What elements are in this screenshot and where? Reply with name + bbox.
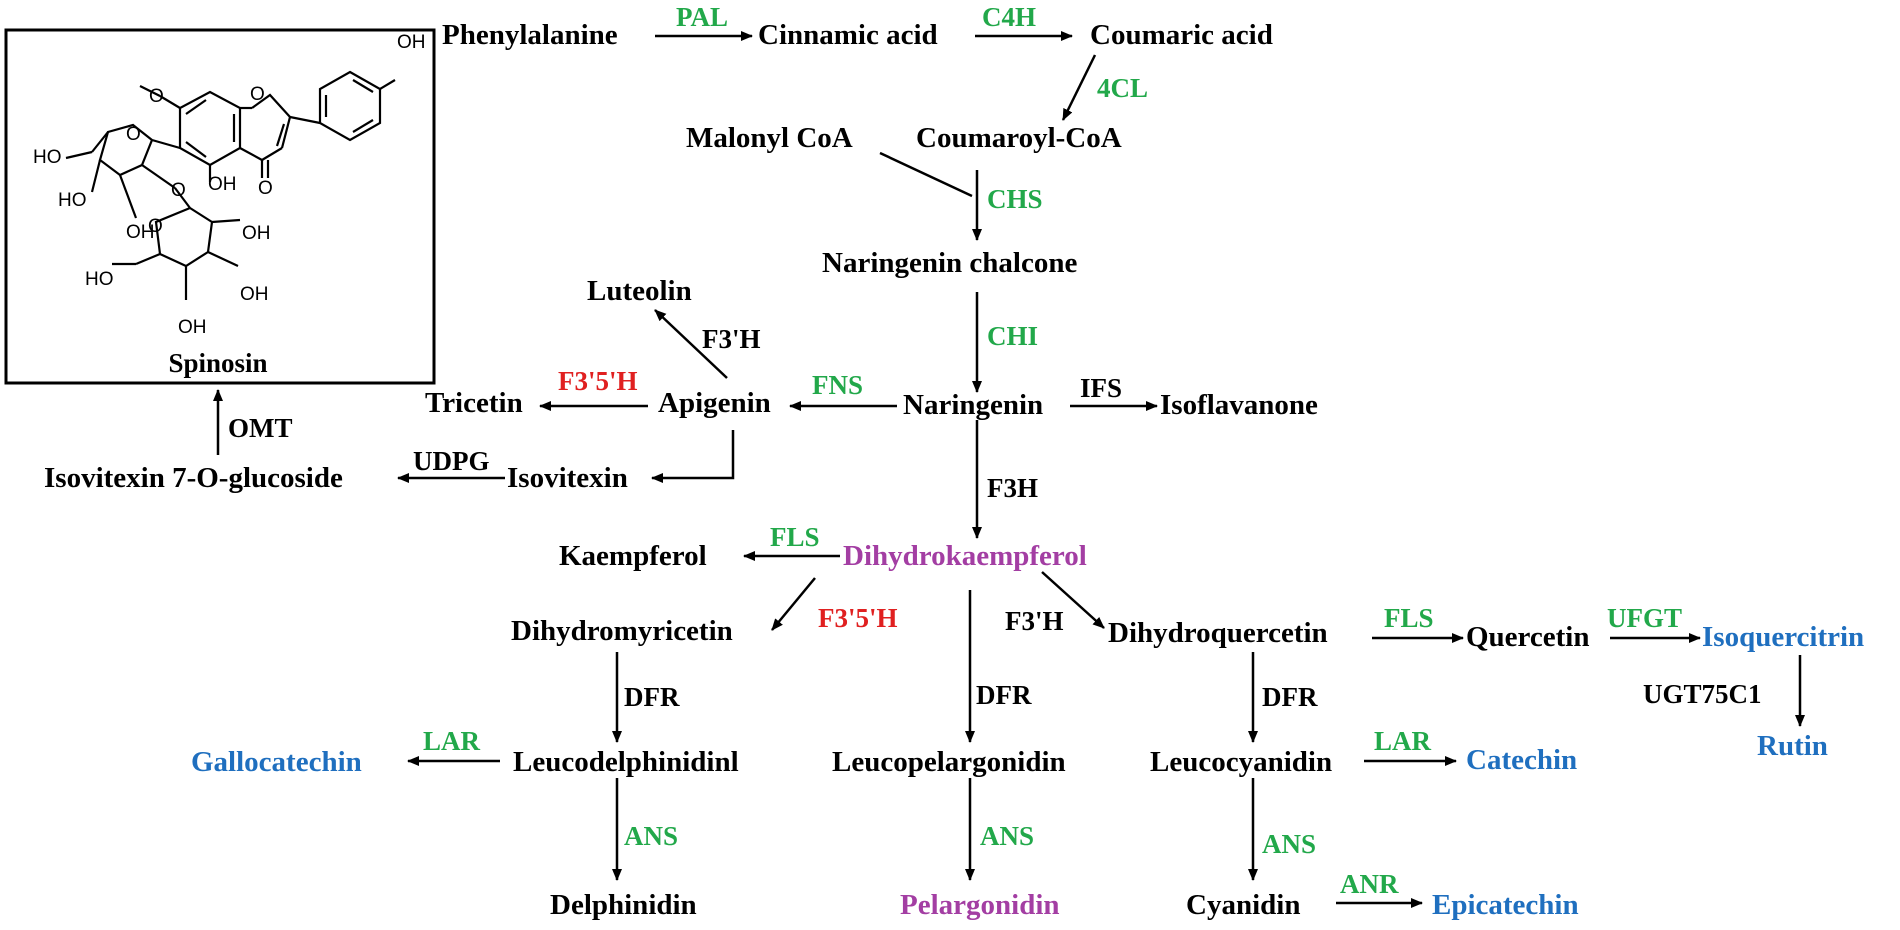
atom-label: HO: [33, 147, 62, 168]
node-gallocatechin: Gallocatechin: [191, 746, 362, 778]
node-dihydrokaempferol: Dihydrokaempferol: [843, 540, 1087, 572]
node-cyanidin: Cyanidin: [1186, 889, 1300, 921]
arrow-malonyl-join: [879, 151, 973, 198]
arrow-cou-coacoa: [1061, 54, 1097, 121]
atom-label: HO: [58, 190, 87, 211]
enzyme-chi: CHI: [987, 321, 1038, 351]
enzyme-f35h-myricetin: F3'5'H: [818, 603, 898, 633]
node-leucopelargonidin: Leucopelargonidin: [832, 746, 1066, 778]
enzyme-ans-pelargonidin: ANS: [980, 821, 1034, 851]
arrow-dhk-dihydromyricetin: [771, 577, 816, 631]
node-naringenin-chalcone: Naringenin chalcone: [822, 247, 1077, 279]
node-coumaroyl-coa: Coumaroyl-CoA: [916, 122, 1122, 154]
node-phenylalanine: Phenylalanine: [442, 19, 618, 51]
enzyme-ifs: IFS: [1080, 373, 1122, 403]
node-naringenin: Naringenin: [903, 389, 1043, 421]
node-dihydromyricetin: Dihydromyricetin: [511, 615, 733, 647]
enzyme-fls-kaempferol: FLS: [770, 522, 820, 552]
atom-label: O: [149, 86, 164, 107]
enzyme-dfr-pelargonidin: DFR: [976, 680, 1032, 710]
enzyme-chs: CHS: [987, 184, 1043, 214]
node-kaempferol: Kaempferol: [559, 540, 707, 572]
enzyme-udpg: UDPG: [413, 446, 490, 476]
node-isovitexin: Isovitexin: [507, 462, 628, 494]
atom-label: O: [258, 178, 273, 199]
atom-label: OH: [240, 284, 269, 305]
enzyme-fns: FNS: [812, 370, 863, 400]
enzyme-labels: PAL C4H 4CL CHS CHI F3'H F3'5'H FNS IFS …: [228, 2, 1762, 899]
enzyme-anr: ANR: [1340, 869, 1399, 899]
enzyme-ans-cyanidin: ANS: [1262, 829, 1316, 859]
enzyme-c4h: C4H: [982, 2, 1036, 32]
structure-title: Spinosin: [168, 348, 267, 378]
node-cinnamic-acid: Cinnamic acid: [758, 19, 938, 51]
node-isoflavanone: Isoflavanone: [1160, 389, 1318, 421]
atom-label: HO: [85, 269, 114, 290]
node-quercetin: Quercetin: [1466, 621, 1590, 653]
atom-label: OH: [178, 317, 207, 338]
node-isoquercitrin: Isoquercitrin: [1702, 621, 1864, 653]
atom-label: O: [148, 216, 163, 237]
enzyme-lar-gallocatechin: LAR: [423, 726, 481, 756]
enzyme-ans-delphinidin: ANS: [624, 821, 678, 851]
node-coumaric-acid: Coumaric acid: [1090, 19, 1273, 51]
node-delphinidin: Delphinidin: [550, 889, 697, 921]
node-malonyl-coa: Malonyl CoA: [686, 122, 853, 154]
metabolite-labels: Phenylalanine Cinnamic acid Coumaric aci…: [44, 19, 1864, 921]
structure-box: [4, 28, 436, 385]
enzyme-4cl: 4CL: [1097, 73, 1148, 103]
node-leucocyanidin: Leucocyanidin: [1150, 746, 1332, 778]
arrow-api-luteolin: [654, 309, 728, 379]
enzyme-f3h-quercetin: F3'H: [1005, 606, 1064, 636]
node-pelargonidin: Pelargonidin: [900, 889, 1060, 921]
pathway-arrows: [213, 31, 1805, 908]
atom-label: OH: [208, 174, 237, 195]
enzyme-f3h: F3H: [987, 473, 1038, 503]
spinosin-structure: OH O HO O HO OH O OH O O OH O HO OH OH S…: [4, 28, 436, 385]
enzyme-ufgt: UFGT: [1607, 603, 1682, 633]
arrow-dhk-dihydroquercetin: [1041, 571, 1105, 629]
atom-label: O: [250, 84, 265, 105]
enzyme-dfr-cyanidin: DFR: [1262, 682, 1318, 712]
enzyme-fls-quercetin: FLS: [1384, 603, 1434, 633]
atom-label: OH: [397, 32, 426, 53]
node-dihydroquercetin: Dihydroquercetin: [1108, 617, 1328, 649]
atom-label: OH: [126, 222, 155, 243]
node-tricetin: Tricetin: [425, 387, 523, 419]
node-rutin: Rutin: [1757, 730, 1828, 762]
structure-bonds: [65, 70, 396, 300]
atom-label: OH: [242, 223, 271, 244]
enzyme-pal: PAL: [676, 2, 728, 32]
enzyme-f3h-luteolin: F3'H: [702, 324, 761, 354]
arrow-api-isovitexin: [651, 430, 735, 483]
enzyme-lar-catechin: LAR: [1374, 726, 1432, 756]
enzyme-ugt75c1: UGT75C1: [1643, 679, 1762, 709]
enzyme-omt: OMT: [228, 413, 293, 443]
enzyme-dfr-delphinidin: DFR: [624, 682, 680, 712]
node-epicatechin: Epicatechin: [1432, 889, 1579, 921]
node-catechin: Catechin: [1466, 744, 1577, 776]
node-isovitexin-glucoside: Isovitexin 7-O-glucoside: [44, 462, 343, 494]
atom-label: O: [126, 124, 141, 145]
enzyme-f35h-tricetin: F3'5'H: [558, 366, 638, 396]
structure-atom-labels: OH O HO O HO OH O OH O O OH O HO OH OH: [33, 32, 426, 338]
node-luteolin: Luteolin: [587, 275, 692, 307]
node-leucodelphinidin: Leucodelphinidinl: [513, 746, 739, 778]
atom-label: O: [171, 180, 186, 201]
node-apigenin: Apigenin: [658, 387, 771, 419]
